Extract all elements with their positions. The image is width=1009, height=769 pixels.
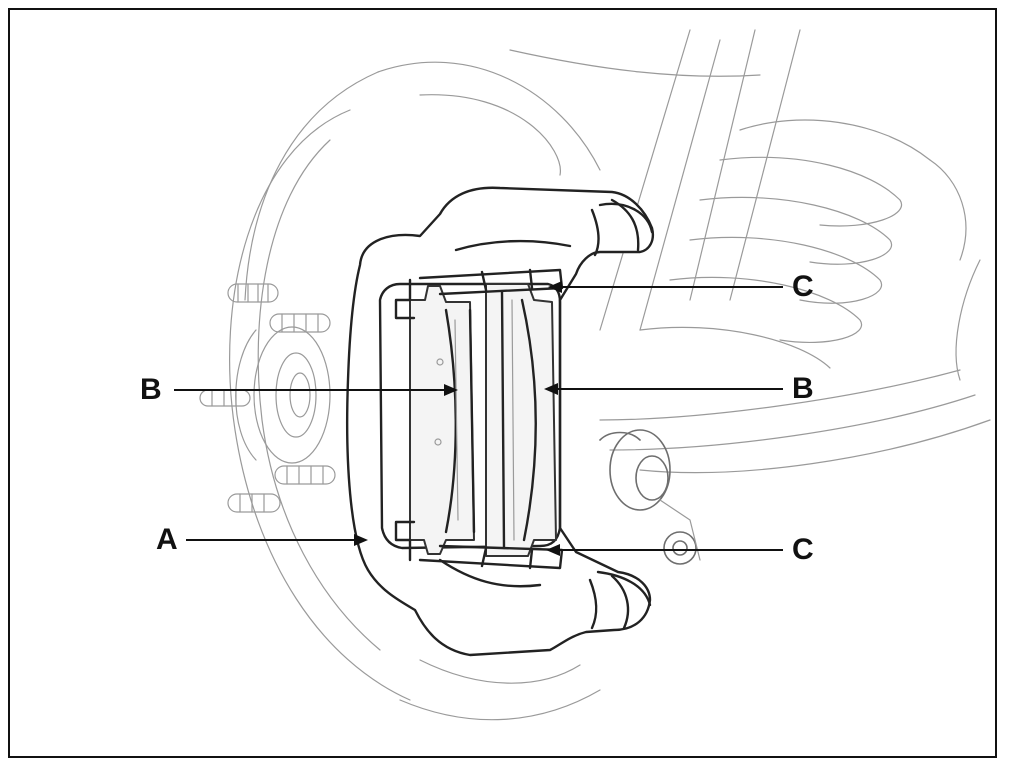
brake-disc xyxy=(229,61,601,721)
arrowhead-b-right xyxy=(544,383,558,395)
brake-pad-inner xyxy=(409,285,476,555)
callout-b-right: B xyxy=(792,372,814,405)
callout-leaders xyxy=(174,281,783,556)
arrowhead-b-left xyxy=(444,384,458,396)
callout-c-bottom: C xyxy=(792,533,814,566)
wheel-studs xyxy=(199,283,336,513)
brake-pad-outer xyxy=(485,283,557,557)
callout-a: A xyxy=(156,523,178,556)
arrowhead-c-top xyxy=(548,281,562,293)
pad-retainer-clip-bottom xyxy=(394,520,564,570)
wheel-hub xyxy=(235,326,331,464)
suspension-parts xyxy=(509,29,991,565)
arrowhead-c-bottom xyxy=(546,544,560,556)
pad-retainer-clip-top xyxy=(394,268,564,320)
callout-b-left: B xyxy=(140,373,162,406)
arrowhead-a xyxy=(354,534,368,546)
callout-c-top: C xyxy=(792,270,814,303)
